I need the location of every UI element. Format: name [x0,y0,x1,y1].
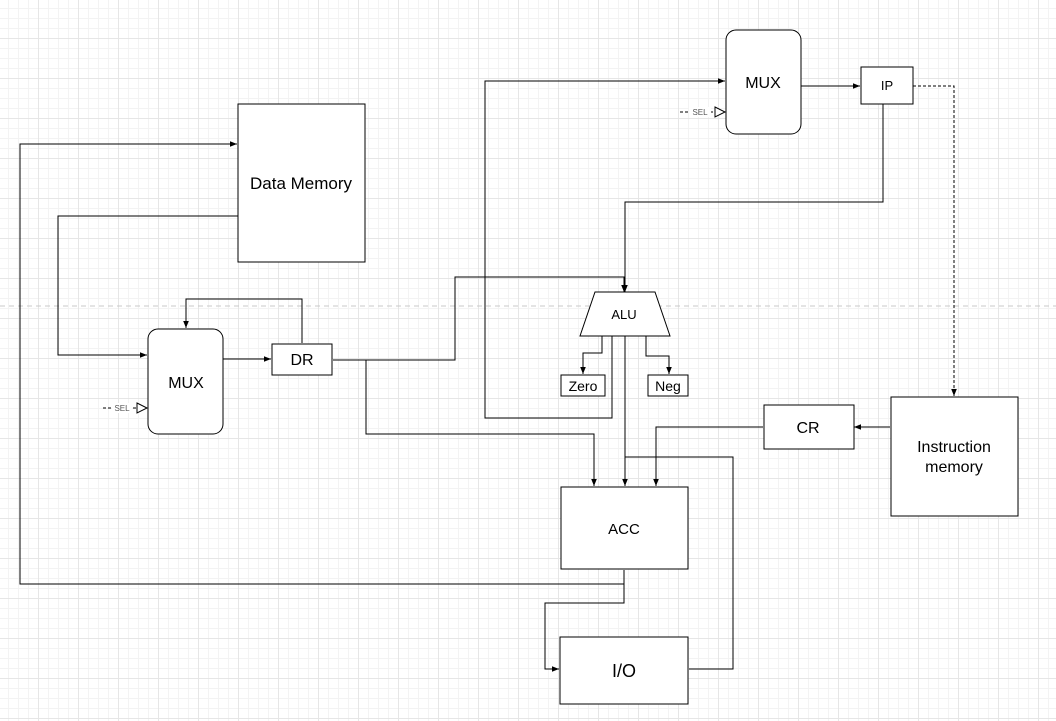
dr-label: DR [290,352,313,369]
acc-register[interactable]: ACC [560,486,689,570]
wire-data-memory-to-mux [57,215,238,358]
wire-dr-feedback-to-mux [183,298,303,343]
alu-label: ALU [611,307,636,322]
mux-top-select: SEL [680,106,727,118]
instruction-memory-label-line2: memory [925,459,983,476]
io-label: I/O [612,661,636,681]
wire-ip-to-instruction-memory [913,85,957,396]
mux-left-block[interactable]: MUX [147,328,224,435]
wire-ip-to-alu [622,104,884,292]
wire-cr-to-acc [653,426,763,486]
wire-alu-to-mux [484,78,725,419]
zero-flag[interactable]: Zero [560,374,606,397]
wire-alu-to-zero [580,336,603,374]
mux-left-select: SEL [103,402,149,414]
wire-acc-to-data-memory [19,141,625,585]
mux-top-block[interactable]: MUX [725,29,802,135]
alu-block[interactable]: ALU [579,291,671,337]
sel-label: SEL [692,108,708,117]
wire-alu-to-neg [645,336,672,374]
sel-label: SEL [114,404,130,413]
data-memory-block[interactable]: Data Memory [237,103,366,263]
wire-io-to-acc [625,456,734,670]
mux-left-label: MUX [168,375,204,392]
wire-acc-to-io [544,584,625,672]
instruction-memory-label-line1: Instruction [917,439,991,456]
neg-label: Neg [655,378,681,394]
ip-label: IP [881,78,893,93]
io-block[interactable]: I/O [559,636,689,705]
instruction-memory-block[interactable]: Instruction memory [890,396,1019,517]
wire-dr-to-alu [333,276,627,361]
data-memory-label: Data Memory [250,174,353,193]
dr-register[interactable]: DR [271,343,333,376]
zero-label: Zero [569,378,598,394]
cr-register[interactable]: CR [763,404,855,450]
wire-dr-to-acc [365,360,597,486]
acc-label: ACC [608,521,640,538]
cr-label: CR [796,420,819,437]
ip-register[interactable]: IP [860,66,914,105]
mux-top-label: MUX [745,75,781,92]
neg-flag[interactable]: Neg [647,374,689,397]
